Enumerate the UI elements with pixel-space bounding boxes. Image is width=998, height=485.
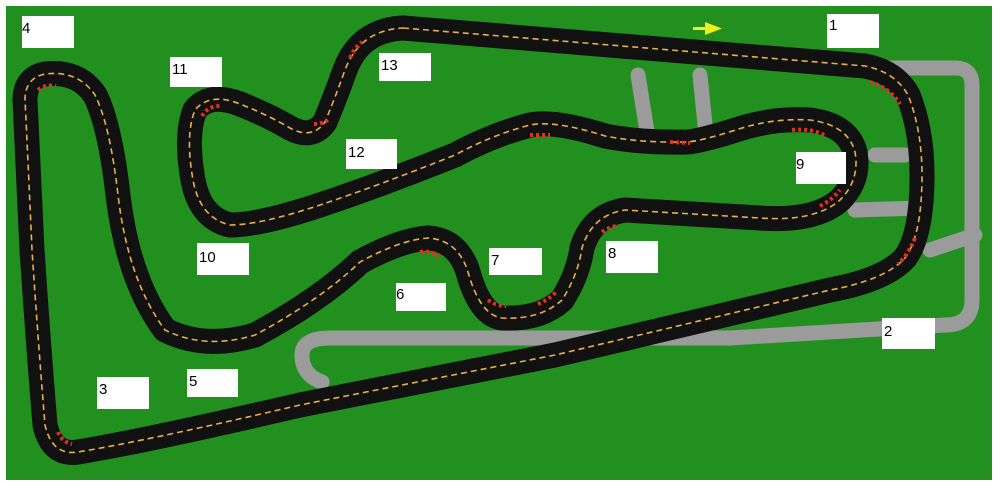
corner-label-3: 3 — [97, 377, 149, 409]
svg-text:5: 5 — [189, 373, 197, 390]
svg-text:12: 12 — [348, 144, 365, 161]
svg-text:4: 4 — [22, 20, 30, 37]
svg-text:7: 7 — [491, 252, 499, 269]
corner-label-10: 10 — [197, 243, 249, 275]
svg-text:10: 10 — [199, 249, 216, 266]
corner-label-12: 12 — [346, 139, 397, 169]
svg-text:6: 6 — [396, 286, 404, 303]
svg-text:13: 13 — [381, 57, 398, 74]
svg-text:11: 11 — [172, 61, 188, 78]
corner-label-8: 8 — [606, 241, 658, 273]
corner-label-6: 6 — [396, 283, 446, 311]
corner-label-9: 9 — [796, 152, 846, 184]
svg-text:2: 2 — [884, 323, 892, 340]
svg-text:1: 1 — [829, 17, 837, 34]
grass-background — [6, 6, 992, 480]
corner-label-1: 1 — [827, 14, 879, 48]
corner-label-13: 13 — [379, 53, 431, 81]
corner-label-11: 11 — [170, 57, 222, 87]
corner-label-2: 2 — [882, 318, 935, 349]
svg-text:9: 9 — [796, 156, 804, 173]
corner-label-7: 7 — [489, 248, 542, 275]
corner-label-4: 4 — [22, 16, 74, 48]
svg-text:8: 8 — [608, 245, 616, 262]
corner-label-5: 5 — [187, 369, 238, 397]
svg-text:3: 3 — [99, 381, 107, 398]
